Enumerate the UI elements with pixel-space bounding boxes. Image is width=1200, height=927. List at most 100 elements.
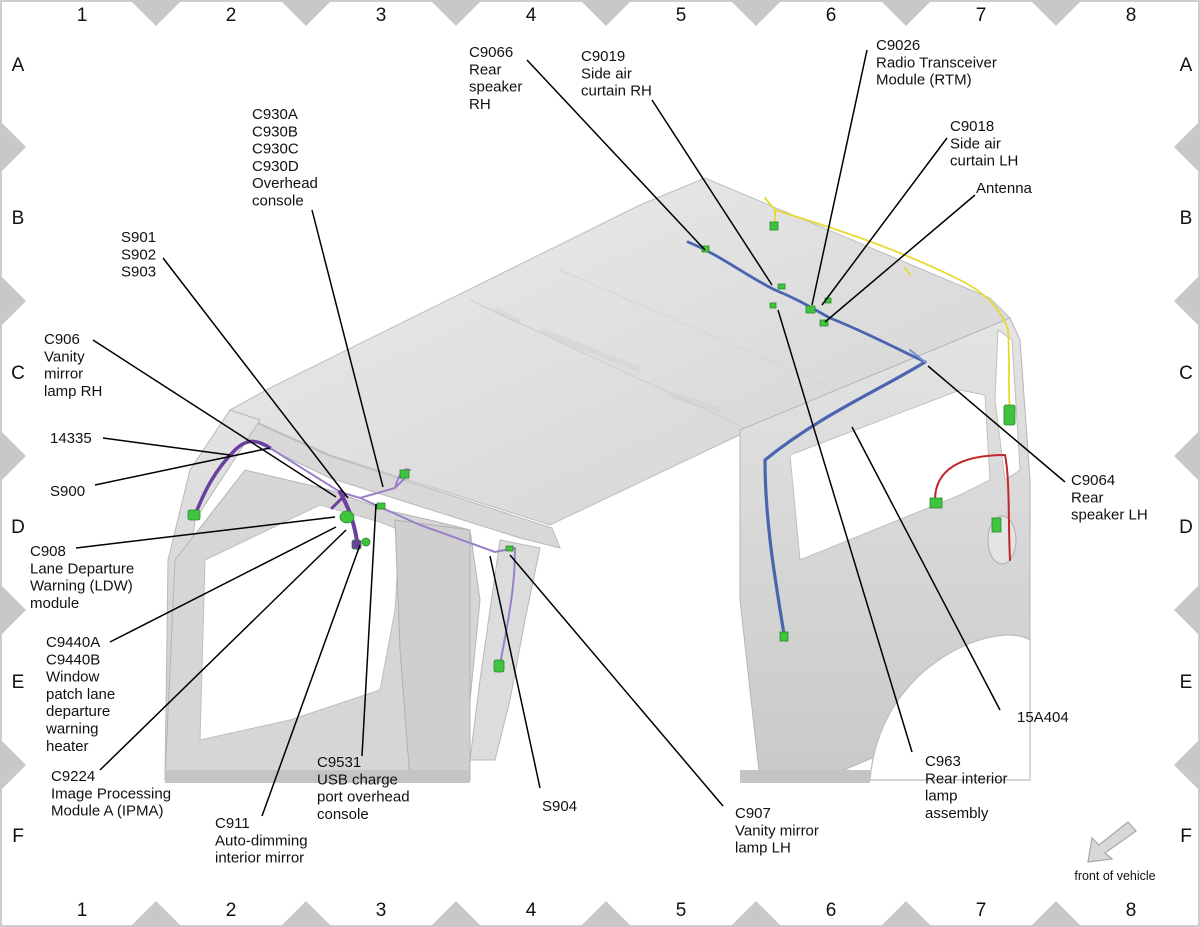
- grid-marker-top: [880, 0, 932, 26]
- roof-panel: [228, 177, 1011, 526]
- grid-marker-bottom: [580, 901, 632, 927]
- grid-marker-left: [0, 584, 26, 636]
- grid-marker-right: [1174, 121, 1200, 173]
- callout-line: warning: [45, 721, 99, 738]
- callout-antenna: Antenna: [976, 180, 1033, 197]
- callout-line: S904: [542, 798, 577, 815]
- harness-yellow: [764, 197, 1011, 419]
- grid-column-label-top: 8: [1126, 5, 1137, 26]
- callout-line: curtain RH: [581, 83, 652, 100]
- grid-marker-right: [1174, 430, 1200, 482]
- grid-row-label-right: E: [1180, 672, 1193, 693]
- grid-marker-top: [430, 0, 482, 26]
- grid-column-label-bottom: 8: [1126, 900, 1137, 921]
- grid-row-label-right: F: [1180, 826, 1192, 847]
- grid-marker-top: [730, 0, 782, 26]
- callout-line: lamp: [925, 788, 958, 805]
- callout-s900: S900: [50, 483, 85, 500]
- grid-column-label-bottom: 2: [226, 900, 237, 921]
- grid-marker-right: [1174, 275, 1200, 327]
- grid-row-label-left: B: [12, 208, 25, 229]
- grid-marker-right: [1174, 584, 1200, 636]
- grid-marker-bottom: [280, 901, 332, 927]
- callout-line: C911: [215, 815, 250, 832]
- callout-line: C9224: [51, 768, 95, 785]
- callout-line: S901: [121, 229, 156, 246]
- callout-line: C908: [30, 543, 66, 560]
- grid-marker-bottom: [130, 901, 182, 927]
- grid-row-label-left: A: [12, 55, 25, 76]
- grid-row-label-right: D: [1179, 517, 1193, 538]
- grid-column-label-top: 6: [826, 5, 837, 26]
- callout-line: console: [317, 806, 369, 823]
- grid-column-label-top: 3: [376, 5, 387, 26]
- callout-line: Warning (LDW): [30, 578, 133, 595]
- callout-line: Module A (IPMA): [51, 803, 164, 820]
- callout-line: Antenna: [976, 180, 1033, 197]
- a-pillar-right: [469, 539, 541, 761]
- callout-n15a404: 15A404: [1017, 709, 1069, 726]
- callout-line: C9440A: [46, 634, 100, 651]
- callout-line: S902: [121, 246, 156, 263]
- callout-line: port overhead: [317, 789, 410, 806]
- leader-lines: [75, 49, 1066, 817]
- harness-purple: [193, 439, 516, 666]
- callout-s904: S904: [542, 798, 577, 815]
- callout-line: Module (RTM): [876, 72, 972, 89]
- grid-marker-bottom: [1030, 901, 1082, 927]
- callout-line: 14335: [50, 430, 92, 447]
- callout-line: S903: [121, 264, 156, 281]
- callout-line: C9066: [469, 44, 513, 61]
- callout-line: C930C: [252, 141, 299, 158]
- harness-blue: [686, 240, 927, 642]
- callout-line: C930B: [252, 123, 298, 140]
- callout-line: interior mirror: [215, 850, 304, 867]
- grid-marker-top: [130, 0, 182, 26]
- callout-line: C9064: [1071, 472, 1115, 489]
- grid-marker-left: [0, 275, 26, 327]
- callout-line: module: [30, 595, 79, 612]
- connectors: [187, 221, 1016, 673]
- callout-line: lamp RH: [44, 383, 102, 400]
- callout-line: departure: [46, 703, 110, 720]
- callout-line: RH: [469, 96, 491, 113]
- callout-line: console: [252, 193, 304, 210]
- callout-line: C906: [44, 331, 80, 348]
- callout-line: Auto-dimming: [215, 832, 308, 849]
- grid-marker-left: [0, 430, 26, 482]
- grid-marker-left: [0, 121, 26, 173]
- callout-line: C9018: [950, 118, 994, 135]
- grid-column-label-top: 7: [976, 5, 987, 26]
- grid-marker-top: [1030, 0, 1082, 26]
- callout-line: speaker: [469, 79, 522, 96]
- grid-marker-bottom: [730, 901, 782, 927]
- callout-line: C9531: [317, 754, 361, 771]
- callout-line: Radio Transceiver: [876, 54, 997, 71]
- callout-line: assembly: [925, 805, 989, 822]
- callout-line: Lane Departure: [30, 560, 134, 577]
- callout-line: Overhead: [252, 175, 318, 192]
- callout-line: C963: [925, 753, 961, 770]
- grid-marker-top: [580, 0, 632, 26]
- grid-row-label-right: B: [1180, 208, 1193, 229]
- grid-column-label-bottom: 7: [976, 900, 987, 921]
- grid-column-label-bottom: 4: [526, 900, 537, 921]
- front-of-vehicle-label: front of vehicle: [1074, 869, 1155, 883]
- callout-line: speaker LH: [1071, 507, 1148, 524]
- callout-line: Rear interior: [925, 770, 1008, 787]
- front-arrow-icon: [1087, 821, 1137, 863]
- vehicle-body: [164, 177, 1031, 783]
- callout-line: C907: [735, 805, 771, 822]
- grid-column-label-top: 1: [77, 5, 88, 26]
